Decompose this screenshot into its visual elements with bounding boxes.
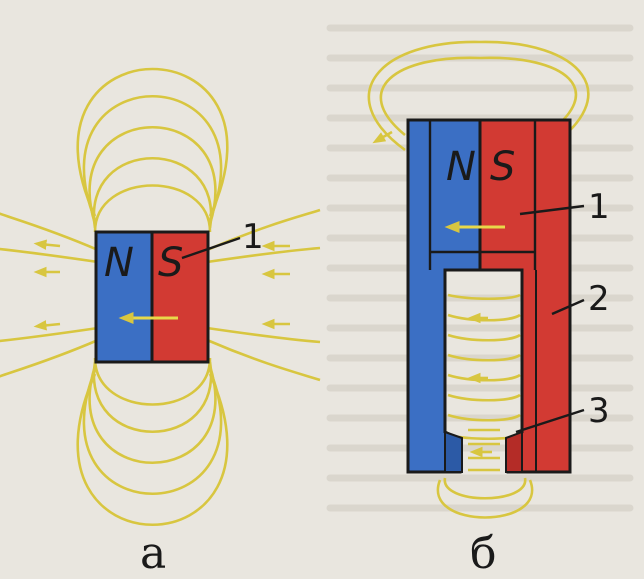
figure-a-north-label: N [104, 240, 134, 286]
figure-a-callout-1: 1 [242, 217, 264, 257]
figure-b-callout-2-leader [551, 298, 585, 316]
figure-b-south-tip [505, 430, 523, 473]
figure-b-field-arrows [372, 130, 492, 458]
figure-a-field-lines [0, 67, 321, 527]
figure-a-callout-1-leader [181, 236, 241, 260]
figure-b-callout-3-leader [515, 408, 585, 434]
figure-a-field-arrows [33, 239, 290, 331]
figure-b-south-label: S [490, 144, 515, 190]
figure-b-callout-1: 1 [588, 187, 610, 227]
figure-a-caption: а [140, 528, 166, 579]
figure-b-caption: б [470, 528, 497, 579]
figure-b-callout-2: 2 [588, 279, 610, 319]
figure-b-horseshoe-magnet: N S [406, 118, 572, 474]
figure-b-north-label: N [446, 144, 476, 190]
figure-b-callout-3: 3 [588, 391, 610, 431]
figure-b-north-tip [444, 430, 463, 473]
figure-b-callout-1-leader [519, 204, 585, 216]
figure-a-south-pole [150, 230, 210, 364]
figure-a-north-pole [94, 230, 154, 364]
figure-a-south-label: S [158, 240, 183, 286]
figure-a-bar-magnet: N S [94, 230, 210, 364]
